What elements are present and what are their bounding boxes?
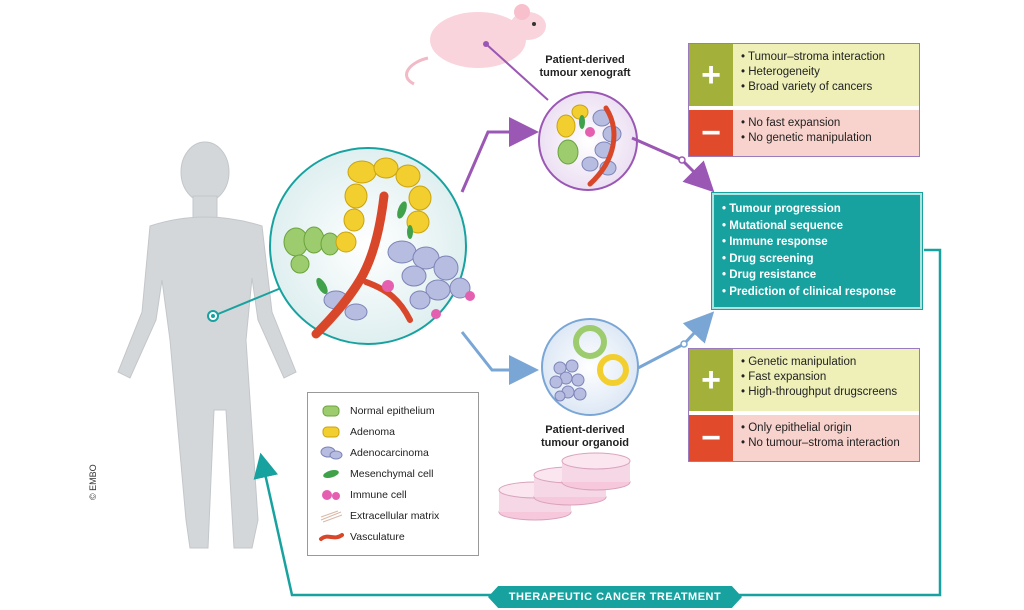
therapeutic-treatment-banner: THERAPEUTIC CANCER TREATMENT: [488, 586, 742, 608]
legend-item: Normal epithelium: [318, 403, 435, 419]
organoid-pros-list: Genetic manipulationFast expansionHigh-t…: [741, 355, 911, 400]
adenocarcinoma-icon: [320, 446, 343, 460]
applications-box: Tumour progressionMutational sequenceImm…: [712, 193, 922, 309]
list-item: Genetic manipulation: [741, 355, 911, 370]
adenoma-icon: [322, 426, 340, 438]
organoid-circle: [541, 318, 639, 416]
xenograft-pros-list: Tumour–stroma interactionHeterogeneityBr…: [741, 50, 911, 95]
legend-label: Immune cell: [350, 489, 407, 501]
arrow-to-xenograft: [460, 117, 539, 193]
list-item: Immune response: [722, 234, 912, 251]
list-item: No genetic manipulation: [741, 131, 911, 146]
legend-label: Vasculature: [350, 531, 405, 543]
list-item: Only epithelial origin: [741, 421, 911, 436]
xenograft-cons-list: No fast expansionNo genetic manipulation: [741, 116, 911, 146]
list-item: Fast expansion: [741, 370, 911, 385]
mouse-illustration: [405, 4, 546, 86]
legend-item: Vasculature: [318, 529, 405, 545]
list-item: Tumour–stroma interaction: [741, 50, 911, 65]
extracellular-matrix-icon: [320, 510, 343, 523]
list-item: Tumour progression: [722, 201, 912, 218]
culture-dishes: [498, 452, 631, 521]
organoid-procon-panel: + Genetic manipulationFast expansionHigh…: [688, 348, 920, 462]
xenograft-procon-panel: + Tumour–stroma interactionHeterogeneity…: [688, 43, 920, 157]
legend-label: Adenoma: [350, 426, 395, 438]
legend-item: Mesenchymal cell: [318, 466, 433, 482]
list-item: Drug resistance: [722, 267, 912, 284]
treatment-loop-arrow: [253, 248, 942, 597]
minus-icon: −: [689, 415, 733, 461]
mesenchymal-cell-icon: [323, 470, 339, 478]
arrow-to-organoid: [460, 331, 539, 385]
list-item: High-throughput drugscreens: [741, 385, 911, 400]
list-item: Drug screening: [722, 251, 912, 268]
tumour-tissue-circle: [269, 147, 475, 345]
human-silhouette: [117, 141, 297, 549]
legend-label: Mesenchymal cell: [350, 468, 434, 480]
list-item: Prediction of clinical response: [722, 284, 912, 301]
list-item: Heterogeneity: [741, 65, 911, 80]
legend: Normal epithelium Adenoma Adenocarcinoma…: [307, 392, 479, 556]
immune-cell-icon: [322, 490, 340, 500]
connector-line: [217, 285, 287, 315]
legend-item: Adenocarcinoma: [318, 445, 429, 461]
mouse-connector: [485, 43, 549, 101]
normal-epithelium-icon: [322, 405, 340, 417]
legend-label: Normal epithelium: [350, 405, 435, 417]
vasculature-icon: [319, 533, 344, 541]
organoid-cons-list: Only epithelial originNo tumour–stroma i…: [741, 421, 911, 451]
list-item: Broad variety of cancers: [741, 80, 911, 95]
legend-item: Adenoma: [318, 424, 395, 440]
plus-icon: +: [689, 44, 733, 106]
legend-label: Adenocarcinoma: [350, 447, 429, 459]
list-item: No tumour–stroma interaction: [741, 436, 911, 451]
applications-list: Tumour progressionMutational sequenceImm…: [722, 201, 912, 300]
plus-icon: +: [689, 349, 733, 411]
list-item: No fast expansion: [741, 116, 911, 131]
minus-icon: −: [689, 110, 733, 156]
list-item: Mutational sequence: [722, 218, 912, 235]
legend-item: Immune cell: [318, 487, 407, 503]
xenograft-label: Patient-derived tumour xenograft: [539, 54, 631, 79]
xenograft-circle: [538, 91, 638, 191]
legend-label: Extracellular matrix: [350, 510, 440, 522]
organoid-label: Patient-derived tumour organoid: [541, 424, 629, 449]
copyright: © EMBO: [88, 464, 98, 500]
legend-item: Extracellular matrix: [318, 508, 439, 524]
